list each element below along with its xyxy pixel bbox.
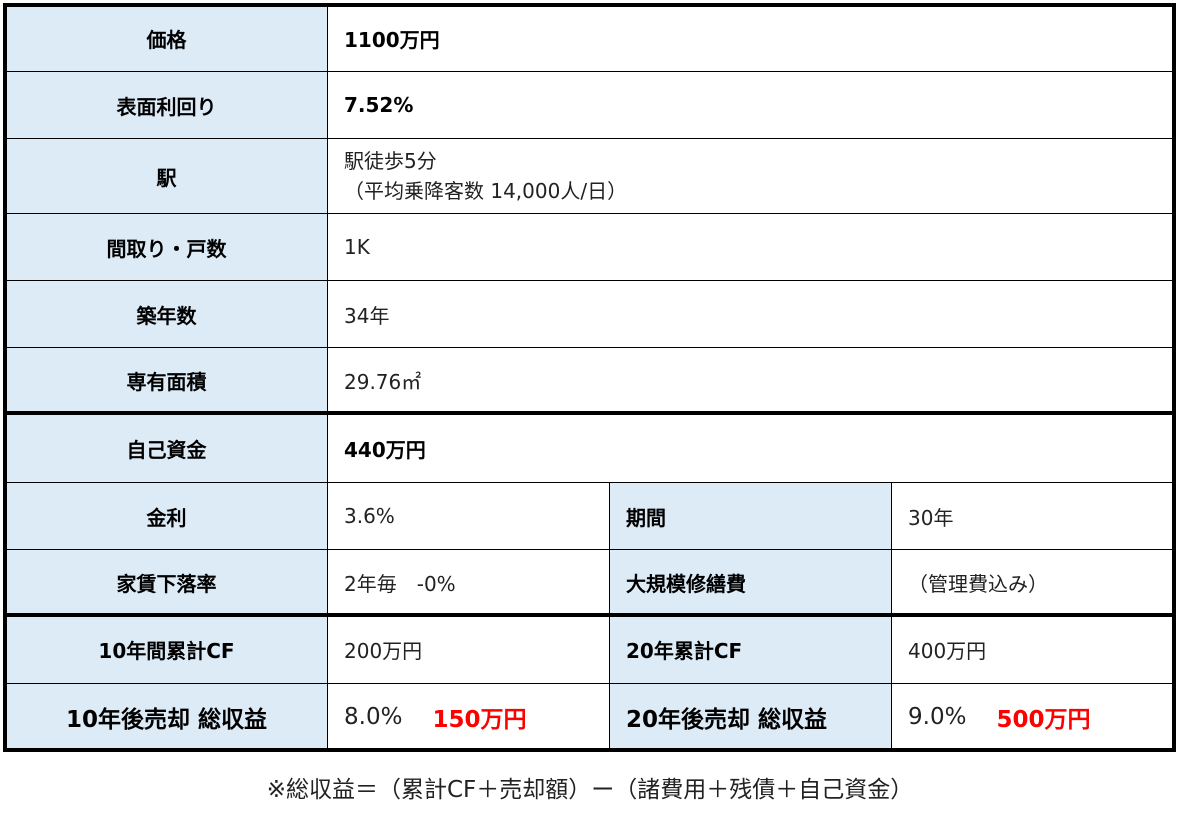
label-sale20: 20年後売却 総収益 (609, 683, 892, 750)
footnote: ※総収益＝（累計CF＋売却額）ー（諸費用＋残債＋自己資金） (266, 777, 914, 803)
label-station: 駅 (5, 138, 328, 214)
value-cf10: 200万円 (327, 615, 610, 684)
value-repair: （管理費込み） (891, 549, 1173, 616)
value-sale10: 8.0% 150万円 (327, 683, 610, 750)
label-equity: 自己資金 (5, 413, 328, 483)
label-area: 専有面積 (5, 347, 328, 414)
label-repair: 大規模修繕費 (609, 549, 892, 616)
value-price: 1100万円 (327, 5, 1173, 72)
value-yield: 7.52% (327, 71, 1173, 139)
divider-thick-1 (3, 411, 1176, 415)
label-layout: 間取り・戸数 (5, 213, 328, 281)
value-area: 29.76㎡ (327, 347, 1173, 414)
value-age: 34年 (327, 280, 1173, 348)
station-walk: 駅徒歩5分 (344, 149, 437, 173)
label-price: 価格 (5, 5, 328, 72)
frame-right (1172, 3, 1176, 752)
sale10-amount: 150万円 (432, 706, 527, 733)
label-age: 築年数 (5, 280, 328, 348)
value-equity: 440万円 (327, 413, 1173, 483)
label-yield: 表面利回り (5, 71, 328, 139)
value-term: 30年 (891, 482, 1173, 550)
value-sale20: 9.0% 500万円 (891, 683, 1173, 750)
station-passengers: （平均乗降客数 14,000人/日） (344, 179, 628, 203)
value-station: 駅徒歩5分 （平均乗降客数 14,000人/日） (327, 138, 1173, 214)
frame-bottom (3, 748, 1176, 752)
divider-thick-2 (3, 613, 1176, 617)
frame-top (3, 3, 1176, 7)
sale10-rate: 8.0% (344, 703, 403, 730)
value-rate: 3.6% (327, 482, 610, 550)
label-rate: 金利 (5, 482, 328, 550)
value-cf20: 400万円 (891, 615, 1173, 684)
value-rent-drop: 2年毎 -0% (327, 549, 610, 616)
sale20-amount: 500万円 (996, 706, 1091, 733)
sale20-rate: 9.0% (908, 703, 967, 730)
label-rent-drop: 家賃下落率 (5, 549, 328, 616)
label-sale10: 10年後売却 総収益 (5, 683, 328, 750)
label-cf20: 20年累計CF (609, 615, 892, 684)
label-cf10: 10年間累計CF (5, 615, 328, 684)
value-layout: 1K (327, 213, 1173, 281)
frame-left (3, 3, 7, 752)
label-term: 期間 (609, 482, 892, 550)
